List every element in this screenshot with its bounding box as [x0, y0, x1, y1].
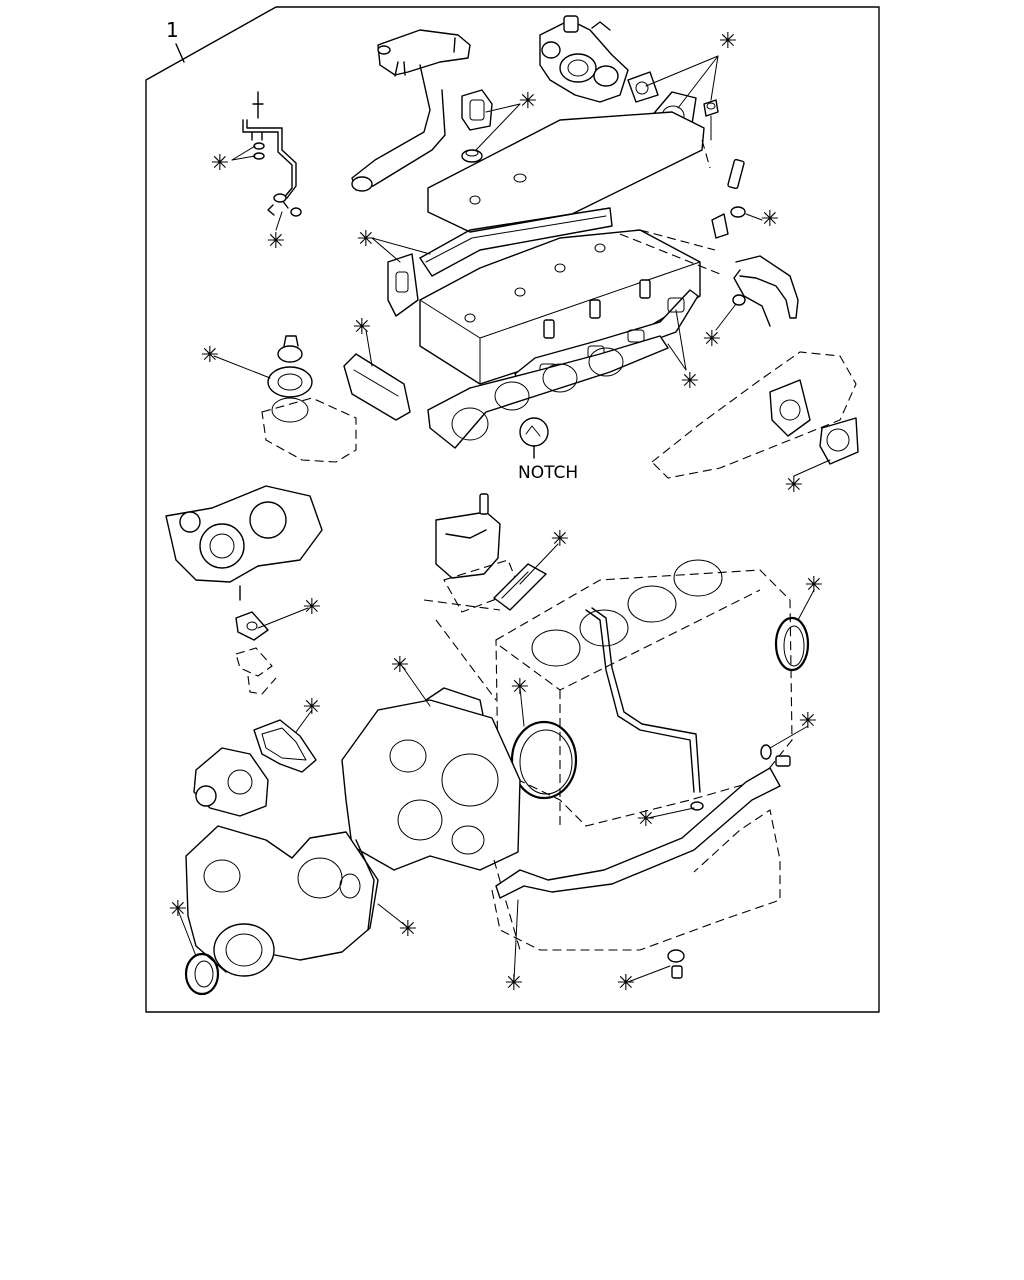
timing-cover-gasket [355, 839, 375, 931]
asterisk-marker: ✳ [169, 897, 187, 922]
drain-plug [667, 949, 685, 979]
thermostat-housing [261, 397, 357, 463]
notch-magnifier-circle [519, 417, 549, 447]
figure-frame [145, 6, 880, 1013]
asterisk-markers: ✳ ✳ ✳ ✳ ✳ ✳ ✳ ✳ ✳ ✳ ✳ ✳ ✳ ✳ ✳ ✳ ✳ ✳ ✳ ✳ … [169, 29, 823, 996]
asterisk-marker: ✳ [785, 473, 803, 498]
asterisk-marker: ✳ [805, 573, 823, 598]
thermostat [277, 335, 303, 363]
rear-oil-seal [774, 616, 810, 672]
asterisk-marker: ✳ [505, 971, 523, 996]
turbo-oil-drain-pipe [235, 647, 277, 695]
thermostat-gasket [267, 366, 313, 398]
oil-pan [491, 809, 781, 951]
large-o-ring [510, 720, 578, 800]
throttle-gasket [627, 71, 659, 103]
water-pump [193, 747, 269, 817]
asterisk-marker: ✳ [637, 807, 655, 832]
water-outlet-pipe [351, 29, 471, 192]
oil-pan-gasket [495, 767, 781, 899]
asterisk-marker: ✳ [391, 653, 409, 678]
notch-label: NOTCH [518, 463, 578, 483]
turbocharger [165, 485, 323, 601]
exhaust-manifold [651, 351, 857, 479]
asterisk-marker: ✳ [267, 229, 285, 254]
oil-pipe-assembly [242, 91, 302, 217]
item-number: 1 [166, 18, 179, 42]
intake-throttle-unit [539, 15, 629, 103]
asterisk-marker: ✳ [303, 695, 321, 720]
outlet-gasket [461, 89, 493, 186]
injector-nozzle [711, 158, 746, 239]
cylinder-block [423, 559, 793, 830]
valve-cover-gasket [419, 207, 613, 277]
asterisk-marker: ✳ [201, 343, 219, 368]
water-pump-gasket [253, 719, 317, 773]
cylinder-head [419, 229, 701, 385]
water-bypass-pipe [619, 229, 799, 327]
exhaust-gasket [819, 417, 859, 465]
asterisk-marker: ✳ [511, 675, 529, 700]
oil-cooler [435, 493, 521, 613]
front-oil-seal [184, 952, 220, 996]
asterisk-marker: ✳ [761, 207, 779, 232]
side-cover-gasket [387, 253, 419, 317]
cover-gasket-rect [343, 353, 411, 421]
asterisk-marker: ✳ [357, 227, 375, 252]
valve-cover [427, 111, 711, 233]
asterisk-marker: ✳ [617, 971, 635, 996]
small-seal [703, 99, 719, 141]
leader-lines [177, 55, 831, 983]
asterisk-marker: ✳ [703, 327, 721, 352]
asterisk-marker: ✳ [681, 369, 699, 394]
asterisk-marker: ✳ [551, 527, 569, 552]
asterisk-marker: ✳ [799, 709, 817, 734]
timing-cover [185, 825, 379, 977]
asterisk-marker: ✳ [303, 595, 321, 620]
turbo-gasket [235, 611, 269, 641]
asterisk-marker: ✳ [399, 917, 417, 942]
asterisk-marker: ✳ [719, 29, 737, 54]
asterisk-marker: ✳ [211, 151, 229, 176]
oil-cooler-gasket [493, 563, 547, 611]
cylinder-head-gasket [427, 335, 669, 449]
side-bolt [760, 744, 791, 767]
dipstick-tube [585, 607, 704, 811]
asterisk-marker: ✳ [353, 315, 371, 340]
asterisk-marker: ✳ [519, 89, 537, 114]
